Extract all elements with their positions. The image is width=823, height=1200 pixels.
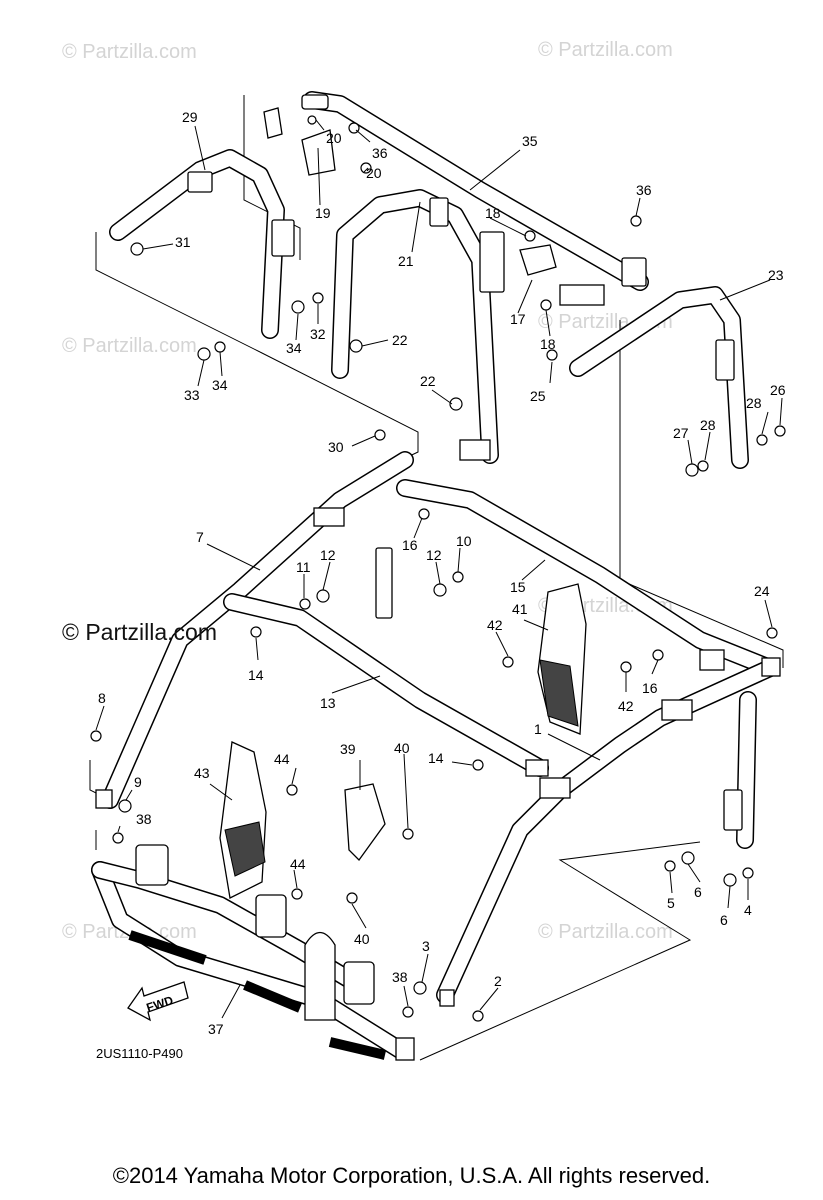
callout-label: 23 (768, 267, 784, 283)
callout-label: 32 (310, 326, 326, 342)
callout-label: 11 (296, 559, 311, 575)
callout-label: 31 (175, 234, 191, 250)
callout-label: 13 (320, 695, 336, 711)
callout-label: 26 (770, 382, 786, 398)
fasteners (90, 115, 786, 1022)
callout-label: 2 (494, 973, 502, 989)
callout-label: 21 (398, 253, 414, 269)
callout-label: 12 (320, 547, 336, 563)
watermark-text: © Partzilla.com (538, 921, 673, 943)
callout-label: 34 (212, 377, 228, 393)
rear-right-hoop (569, 286, 749, 469)
fwd-arrow-icon: FWD (127, 981, 189, 1022)
callout-label: 9 (134, 774, 142, 790)
callout-label: 16 (402, 537, 418, 553)
callout-label: 24 (754, 583, 770, 599)
callout-label: 22 (392, 332, 408, 348)
watermark-text-prominent: © Partzilla.com (62, 619, 217, 645)
watermark-text: © Partzilla.com (62, 41, 197, 63)
copyright-notice: ©2014 Yamaha Motor Corporation, U.S.A. A… (112, 1163, 711, 1188)
callout-label: 40 (354, 931, 370, 947)
callout-labels: 29 20 36 20 19 35 36 18 21 31 23 17 32 3… (98, 109, 786, 1037)
callout-label: 28 (746, 395, 762, 411)
right-side-rail (396, 479, 779, 677)
callout-label: 36 (372, 145, 388, 161)
callout-label: 1 (534, 721, 542, 737)
leader-lines (95, 119, 783, 1019)
callout-label: 38 (136, 811, 152, 827)
callout-label: 20 (326, 130, 342, 146)
assembly-outline (89, 95, 784, 1061)
side-panels (219, 583, 587, 899)
callout-label: 10 (456, 533, 472, 549)
callout-label: 41 (512, 601, 528, 617)
callout-label: 17 (510, 311, 526, 327)
callout-label: 14 (428, 750, 444, 766)
callout-label: 18 (540, 336, 556, 352)
callout-label: 42 (618, 698, 634, 714)
callout-label: 8 (98, 690, 106, 706)
callout-label: 6 (694, 884, 702, 900)
step-bar-assembly (91, 844, 409, 1060)
diagram-code: 2US1110-P490 (96, 1046, 183, 1061)
callout-label: 7 (196, 529, 204, 545)
callout-label: 16 (642, 680, 658, 696)
callout-label: 34 (286, 340, 302, 356)
callout-label: 20 (366, 165, 382, 181)
watermark-text: © Partzilla.com (538, 39, 673, 61)
watermark-text: © Partzilla.com (62, 335, 197, 357)
callout-label: 35 (522, 133, 538, 149)
callout-label: 44 (274, 751, 290, 767)
callout-label: 37 (208, 1021, 224, 1037)
front-frame (436, 659, 779, 1004)
callout-label: 15 (510, 579, 526, 595)
callout-label: 27 (673, 425, 689, 441)
center-rail (223, 593, 549, 777)
callout-label: 25 (530, 388, 546, 404)
callout-label: 18 (485, 205, 501, 221)
callout-label: 29 (182, 109, 198, 125)
callout-label: 39 (340, 741, 356, 757)
callout-label: 22 (420, 373, 436, 389)
callout-label: 40 (394, 740, 410, 756)
callout-label: 6 (720, 912, 728, 928)
bracket-parts (95, 94, 781, 1061)
callout-label: 19 (315, 205, 331, 221)
callout-label: 42 (487, 617, 503, 633)
callout-label: 28 (700, 417, 716, 433)
callout-label: 43 (194, 765, 210, 781)
left-side-rail (101, 451, 414, 809)
callout-label: 3 (422, 938, 430, 954)
callout-label: 33 (184, 387, 200, 403)
callout-label: 30 (328, 439, 344, 455)
callout-label: 44 (290, 856, 306, 872)
callout-label: 38 (392, 969, 408, 985)
callout-label: 14 (248, 667, 264, 683)
callout-label: 12 (426, 547, 442, 563)
callout-label: 4 (744, 902, 752, 918)
callout-label: 5 (667, 895, 675, 911)
callout-label: 36 (636, 182, 652, 198)
center-hoop (331, 189, 499, 464)
